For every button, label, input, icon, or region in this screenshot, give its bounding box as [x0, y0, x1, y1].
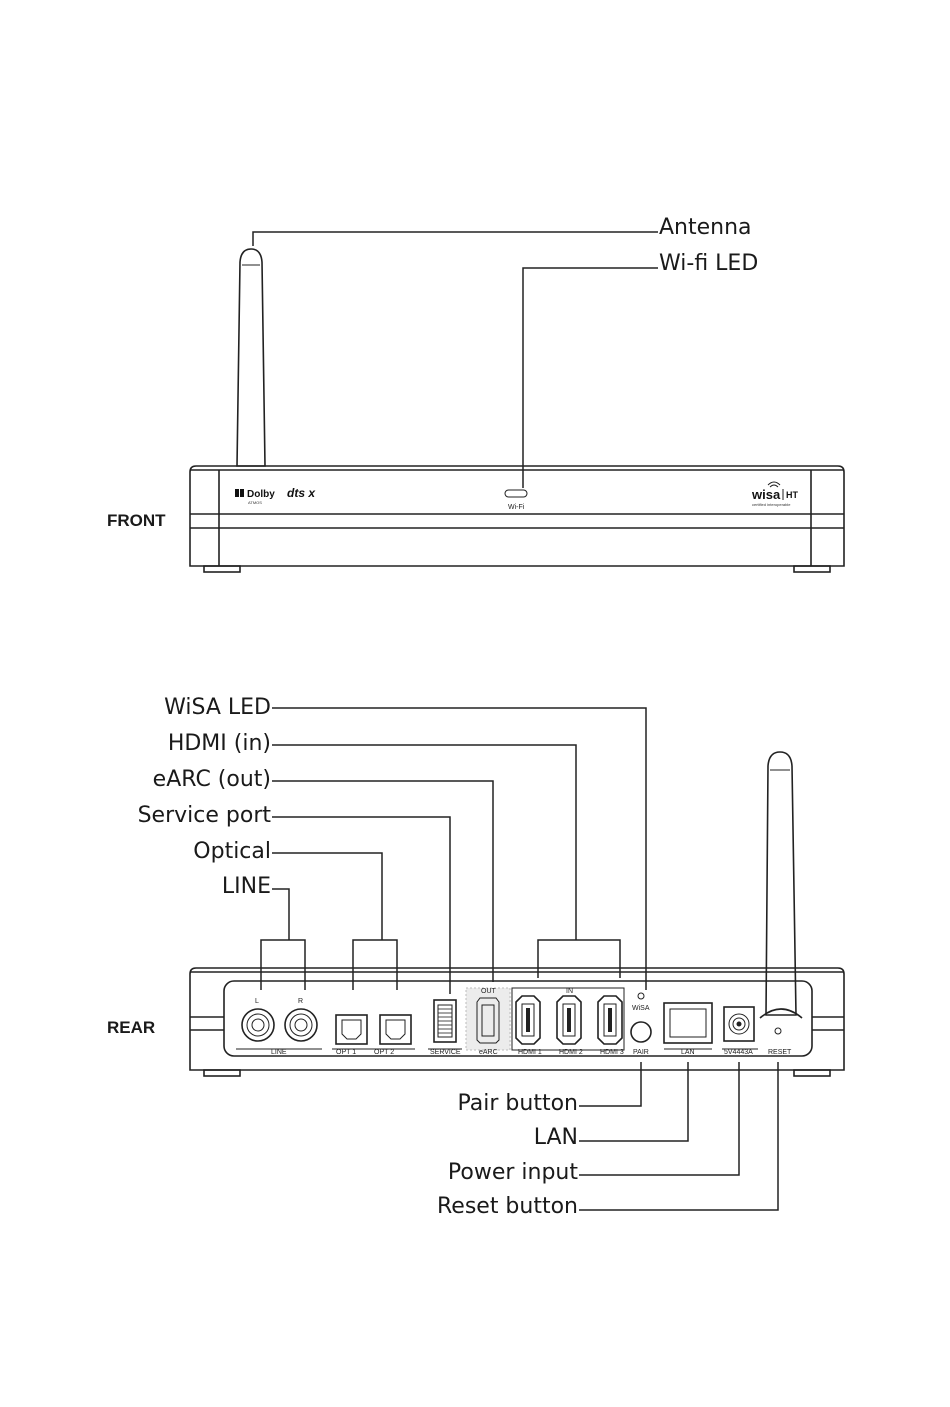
wifi-led-label: Wi-Fi	[508, 504, 525, 511]
hdmi-in-label: IN	[566, 988, 573, 995]
wisa-led-indicator: WiSA	[632, 993, 650, 1012]
line-r-label: R	[298, 998, 303, 1005]
lan-label: LAN	[681, 1049, 695, 1056]
lan-port: LAN	[664, 1003, 712, 1056]
hdmi-3-label: HDMI 3	[600, 1049, 624, 1056]
line-callout-line	[272, 889, 289, 940]
optical-ports: OPT 1 OPT 2	[332, 1015, 415, 1056]
wifi-led-callout-line	[523, 268, 658, 488]
wisa-ht-logo: wisa HT certified interoperable	[751, 482, 798, 507]
line-callout: LINE	[222, 874, 271, 899]
rear-view-label: REAR	[107, 1018, 155, 1037]
optical-callout: Optical	[193, 839, 271, 864]
reset-button: RESET	[768, 1028, 792, 1056]
dts-x-logo: dts x	[287, 486, 316, 500]
service-usb-port: SERVICE	[428, 1000, 462, 1056]
line-label: LINE	[271, 1049, 287, 1056]
power-input-jack: 5V4443A	[722, 1007, 758, 1056]
earc-label: eARC	[479, 1049, 498, 1056]
hdmi-in-callout: HDMI (in)	[168, 731, 271, 756]
wisa-ht-text: HT	[786, 490, 798, 500]
hdmi-in-callout-line	[272, 745, 576, 940]
rear-antenna	[766, 752, 796, 1015]
pair-label: PAIR	[633, 1049, 649, 1056]
lan-callout-line	[579, 1062, 688, 1141]
power-input-callout: Power input	[448, 1160, 578, 1185]
earc-hdmi-port: OUT eARC	[466, 988, 510, 1056]
service-port-callout: Service port	[138, 803, 272, 828]
earc-out-callout: eARC (out)	[153, 767, 271, 792]
wisa-sub-text: certified interoperable	[752, 502, 791, 507]
optical-bracket	[353, 940, 397, 990]
antenna-callout: Antenna	[659, 215, 752, 240]
dolby-sub-text: ATMOS	[248, 500, 262, 505]
line-l-label: L	[255, 998, 259, 1005]
wisa-led-callout: WiSA LED	[164, 695, 271, 720]
rear-view: L R LINE OPT 1 OPT 2	[107, 695, 844, 1219]
service-label: SERVICE	[430, 1049, 461, 1056]
optical-port-2	[380, 1015, 411, 1044]
reset-button-callout: Reset button	[437, 1194, 578, 1219]
earc-out-label: OUT	[481, 988, 497, 995]
line-bracket	[261, 940, 305, 990]
lan-callout: LAN	[534, 1125, 578, 1150]
pair-button: PAIR	[631, 1022, 651, 1056]
hdmi-2-label: HDMI 2	[559, 1049, 583, 1056]
pair-button-callout: Pair button	[458, 1091, 578, 1116]
reset-label: RESET	[768, 1049, 792, 1056]
dolby-logo-text: Dolby	[247, 489, 275, 500]
pair-button-callout-line	[579, 1062, 641, 1106]
rear-device-body	[190, 968, 844, 1076]
reset-button-callout-line	[579, 1062, 778, 1210]
wisa-led-callout-line	[272, 708, 646, 990]
hdmi-1-label: HDMI 1	[518, 1049, 542, 1056]
power-input-callout-line	[579, 1062, 739, 1175]
dolby-atmos-logo: Dolby ATMOS	[235, 489, 275, 505]
wifi-led-callout: Wi-fi LED	[659, 251, 758, 276]
opt1-label: OPT 1	[336, 1049, 356, 1056]
front-view: Dolby ATMOS dts x Wi-Fi wisa HT certifie…	[107, 215, 844, 572]
wifi-led	[505, 490, 527, 497]
antenna-callout-line	[253, 232, 658, 246]
opt2-label: OPT 2	[374, 1049, 394, 1056]
wisa-logo-text: wisa	[751, 487, 781, 502]
front-view-label: FRONT	[107, 511, 166, 530]
front-antenna	[237, 249, 265, 466]
line-jacks: L R LINE	[236, 998, 322, 1056]
power-label: 5V4443A	[724, 1049, 753, 1056]
hdmi-in-ports: IN HDMI 1 HDMI 2 HDMI 3	[512, 988, 624, 1056]
front-device-body	[190, 466, 844, 572]
wisa-led-label: WiSA	[632, 1005, 650, 1012]
optical-port-1	[336, 1015, 367, 1044]
